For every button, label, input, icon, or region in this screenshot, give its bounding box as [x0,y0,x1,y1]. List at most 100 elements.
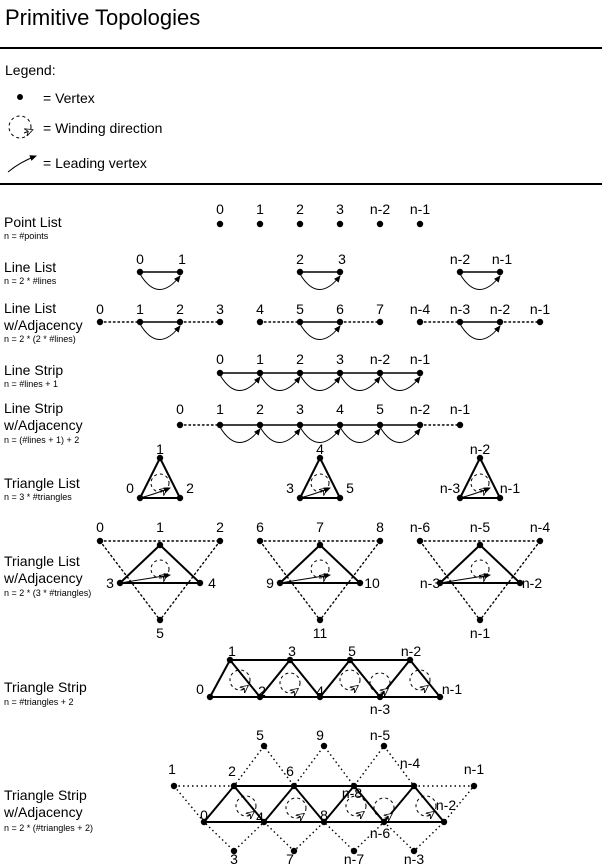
vertex-index: 9 [266,575,274,591]
vertex [156,616,164,624]
legend-leading-text: = Leading vertex [43,155,147,171]
vertex-index: n-1 [530,301,550,317]
adjacency-edge [159,540,221,621]
vertex [316,616,324,624]
vertex-index: 6 [286,763,294,779]
vertex [206,693,214,701]
vertex [256,537,264,545]
vertex [296,220,304,228]
line-strip-adj-sub: n = (#lines + 1) + 2 [4,435,80,445]
vertex [216,537,224,545]
vertex-index: 1 [156,441,164,457]
vertex-index: n-1 [464,761,484,777]
vertex [176,268,184,276]
vertex-index: 3 [336,201,344,217]
vertex-index: 4 [256,301,264,317]
vertex-index: 3 [286,480,294,496]
vertex [436,693,444,701]
vertex-index: n-4 [400,755,420,771]
vertex [96,318,104,326]
vertex-index: 3 [288,643,296,659]
vertex-index: n-5 [370,727,390,743]
leading-arrow [459,273,501,290]
adjacency-edge [259,540,321,621]
leading-arrow [119,572,171,584]
vertex-index: 5 [376,401,384,417]
vertex-index: 4 [316,683,324,699]
vertex [336,220,344,228]
winding-circle [409,669,431,691]
adjacency-edge [99,540,161,621]
vertex [476,541,484,549]
leading-arrow [139,273,181,290]
vertex-index: 10 [364,575,380,591]
vertex-index: 3 [296,401,304,417]
vertex-index: n-2 [410,401,430,417]
vertex-index: n-4 [410,301,430,317]
vertex [350,782,358,790]
line-list-adj-sub: n = 2 * (2 * #lines) [4,334,76,344]
triangle [437,543,523,584]
vertex-index: n-3 [420,575,440,591]
leading-arrow [219,426,261,443]
triangle-list-adj-sub: n = 2 * (3 * #triangles) [4,588,92,598]
winding-circle [415,795,437,817]
vertex-index: 5 [256,727,264,743]
triangle-list-label: Triangle List [4,475,80,491]
vertex-index: 0 [96,301,104,317]
vertex [176,318,184,326]
vertex-index: 5 [296,301,304,317]
vertex-index: n-2 [436,797,456,813]
point-list-label: Point List [4,214,62,230]
vertex-index: 1 [228,643,236,659]
vertex [416,318,424,326]
vertex [320,818,328,826]
adjacency-edge [479,540,541,621]
vertex [476,454,484,462]
vertex-index: 5 [348,643,356,659]
triangle [298,455,342,499]
page-title: Primitive Topologies [5,5,201,30]
leading-arrow [259,426,301,443]
vertex-index: n-1 [450,401,470,417]
vertex-index: 2 [228,763,236,779]
divider-top [0,47,602,49]
vertex [376,318,384,326]
leading-arrow [459,487,491,499]
adjacency-edge [173,785,445,852]
leading-arrow [379,374,421,391]
winding-circle [235,795,257,817]
vertex [256,318,264,326]
point-list-sub: n = #points [4,231,49,241]
vertex-index: 7 [376,301,384,317]
leading-arrow [299,273,341,290]
winding-circle [373,797,395,819]
triangle-strip-adj-label: Triangle Strip w/Adjacency [4,787,87,820]
vertex [536,318,544,326]
vertex-index: 9 [316,727,324,743]
legend-winding-icon [8,115,32,139]
triangle-strip-sub: n = #triangles + 2 [4,697,74,707]
triangle [138,455,182,499]
vertex [536,537,544,545]
vertex [316,693,324,701]
vertex-index: n-3 [404,851,424,867]
vertex-index: n-2 [522,575,542,591]
vertex [156,541,164,549]
leading-arrow [279,572,331,584]
legend-winding-text: = Winding direction [43,120,163,136]
vertex-index: n-2 [401,643,421,659]
vertex-index: 4 [208,575,216,591]
leading-arrow [139,487,171,499]
leading-arrow [339,426,381,443]
winding-circle [339,669,361,691]
strip-edge [209,658,441,699]
vertex [226,656,234,664]
vertex-index: 5 [346,480,354,496]
vertex [136,268,144,276]
vertex-index: n-1 [410,201,430,217]
vertex-index: 2 [296,251,304,267]
winding-circle [285,797,307,819]
leading-arrow [379,426,421,443]
adjacency-edge [174,744,476,823]
